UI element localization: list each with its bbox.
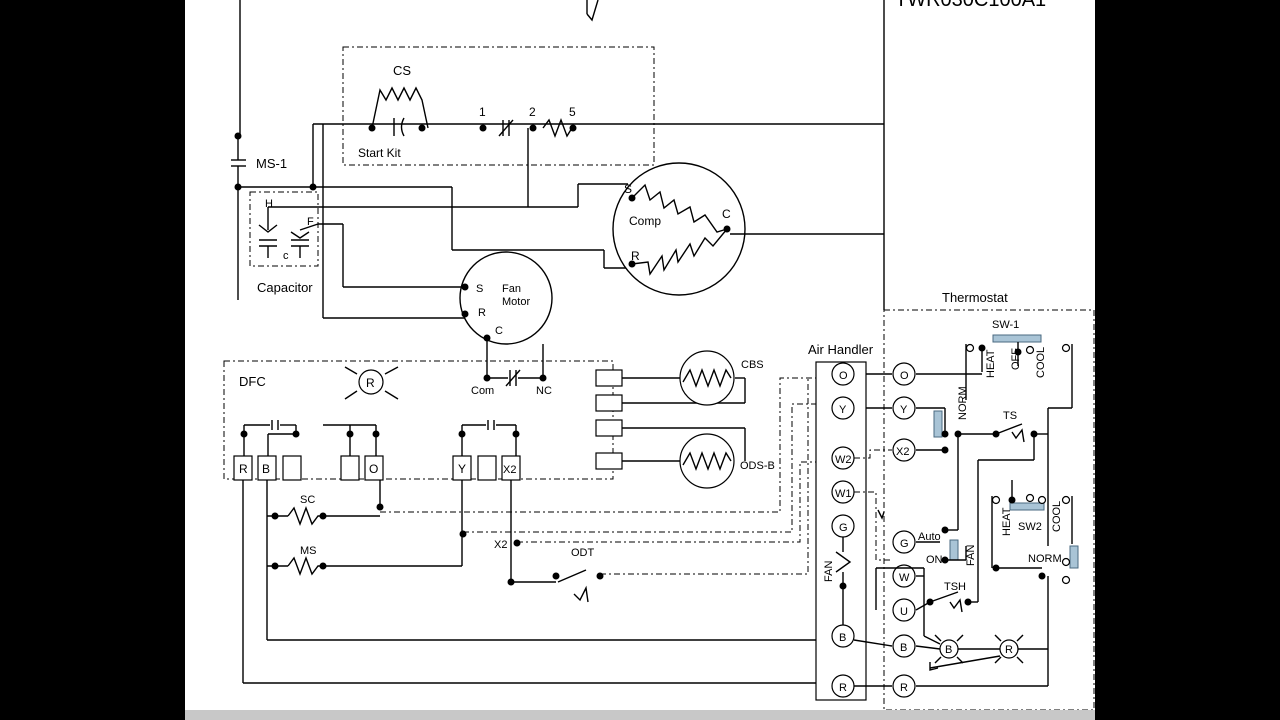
thermostat-terminals: O Y X2 G W U B R xyxy=(892,362,916,698)
cs-label: CS xyxy=(393,63,411,78)
air-handler-label: Air Handler xyxy=(808,342,874,357)
svg-text:COOL: COOL xyxy=(1051,501,1063,532)
svg-text:B: B xyxy=(839,632,846,644)
norm2-slider[interactable] xyxy=(1069,545,1079,569)
svg-text:1: 1 xyxy=(479,105,486,119)
cs-resistor xyxy=(371,86,429,129)
svg-text:U: U xyxy=(900,606,908,618)
svg-text:R: R xyxy=(900,682,908,694)
svg-text:SC: SC xyxy=(300,494,315,506)
wiring-diagram: TWR030C100A1 MS-1 CS Start Kit 1 2 5 Cap… xyxy=(223,0,1095,711)
capacitor-box xyxy=(249,191,319,267)
svg-text:F: F xyxy=(307,216,314,228)
dfc-lamp xyxy=(358,369,384,395)
svg-text:B: B xyxy=(900,642,907,654)
svg-text:Y: Y xyxy=(839,404,847,416)
sw2-slider[interactable] xyxy=(1009,502,1045,511)
svg-text:OFF: OFF xyxy=(1010,348,1022,370)
svg-text:HEAT: HEAT xyxy=(1001,507,1013,536)
start-kit-box xyxy=(342,46,655,166)
capacitor-label: Capacitor xyxy=(257,280,313,295)
dfc-terminal-blank-2 xyxy=(340,455,360,481)
svg-text:S: S xyxy=(624,182,632,196)
svg-text:5: 5 xyxy=(569,105,576,119)
svg-text:W2: W2 xyxy=(835,454,852,466)
ods-b-sensor xyxy=(679,433,735,489)
svg-text:Auto: Auto xyxy=(918,531,941,543)
svg-text:G: G xyxy=(839,522,848,534)
wiring-diagram-sheet: TWR030C100A1 MS-1 CS Start Kit 1 2 5 Cap… xyxy=(185,0,1095,720)
svg-text:MS: MS xyxy=(300,545,317,557)
svg-text:SW2: SW2 xyxy=(1018,521,1042,533)
svg-text:X2: X2 xyxy=(503,464,516,476)
svg-text:TSH: TSH xyxy=(944,581,966,593)
svg-text:X2: X2 xyxy=(494,539,507,551)
svg-text:Com: Com xyxy=(471,385,494,397)
svg-text:2: 2 xyxy=(529,105,536,119)
svg-text:R: R xyxy=(239,462,248,476)
svg-text:FAN: FAN xyxy=(823,561,835,582)
svg-text:Y: Y xyxy=(900,404,908,416)
svg-text:Y: Y xyxy=(458,462,466,476)
svg-text:C: C xyxy=(495,325,503,337)
dfc-box xyxy=(223,360,614,480)
fan-switch-slider[interactable] xyxy=(949,539,959,561)
svg-text:O: O xyxy=(839,370,848,382)
thermostat-label: Thermostat xyxy=(942,290,1008,305)
svg-text:O: O xyxy=(369,462,378,476)
svg-text:R: R xyxy=(631,249,640,263)
air-handler-terminals: O Y W2 W1 G B R xyxy=(831,362,855,698)
svg-text:c: c xyxy=(283,250,289,262)
svg-text:NC: NC xyxy=(536,385,552,397)
svg-text:ODS-B: ODS-B xyxy=(740,460,775,472)
fan-motor-label: Fan xyxy=(502,283,521,295)
cbs-sensor xyxy=(679,350,735,406)
svg-text:C: C xyxy=(722,207,731,221)
dfc-terminal-blank-3 xyxy=(477,455,497,481)
dfc-terminal-o xyxy=(364,455,384,481)
svg-text:R: R xyxy=(478,307,486,319)
svg-text:B: B xyxy=(262,462,270,476)
svg-text:R: R xyxy=(839,682,847,694)
svg-text:ON: ON xyxy=(926,554,943,566)
dfc-terminal-blank-1 xyxy=(282,455,302,481)
svg-text:R: R xyxy=(1005,644,1013,656)
svg-text:R: R xyxy=(366,376,375,390)
svg-text:NORM: NORM xyxy=(1028,553,1062,565)
svg-text:CBS: CBS xyxy=(741,359,764,371)
bottom-scroll-bar[interactable] xyxy=(185,710,1095,720)
sw1-slider[interactable] xyxy=(992,334,1042,343)
svg-text:O: O xyxy=(900,370,909,382)
svg-text:COOL: COOL xyxy=(1035,347,1047,378)
svg-text:S: S xyxy=(476,283,483,295)
svg-text:FAN: FAN xyxy=(965,545,977,566)
fan-motor xyxy=(459,251,553,345)
ms1-label: MS-1 xyxy=(256,156,287,171)
norm1-slider[interactable] xyxy=(933,410,943,438)
svg-text:Motor: Motor xyxy=(502,296,530,308)
svg-text:TS: TS xyxy=(1003,410,1017,422)
svg-text:G: G xyxy=(900,538,909,550)
start-kit-label: Start Kit xyxy=(358,146,401,160)
dfc-label: DFC xyxy=(239,374,266,389)
model-title: TWR030C100A1 xyxy=(895,0,1046,11)
svg-text:H: H xyxy=(265,198,273,210)
svg-text:W1: W1 xyxy=(835,488,852,500)
svg-text:X2: X2 xyxy=(896,446,909,458)
svg-text:NORM: NORM xyxy=(957,386,969,420)
svg-text:W: W xyxy=(899,572,910,584)
svg-text:B: B xyxy=(945,644,952,656)
svg-text:HEAT: HEAT xyxy=(985,349,997,378)
svg-text:ODT: ODT xyxy=(571,547,595,559)
compressor-label: Comp xyxy=(629,214,661,228)
svg-text:SW-1: SW-1 xyxy=(992,319,1019,331)
